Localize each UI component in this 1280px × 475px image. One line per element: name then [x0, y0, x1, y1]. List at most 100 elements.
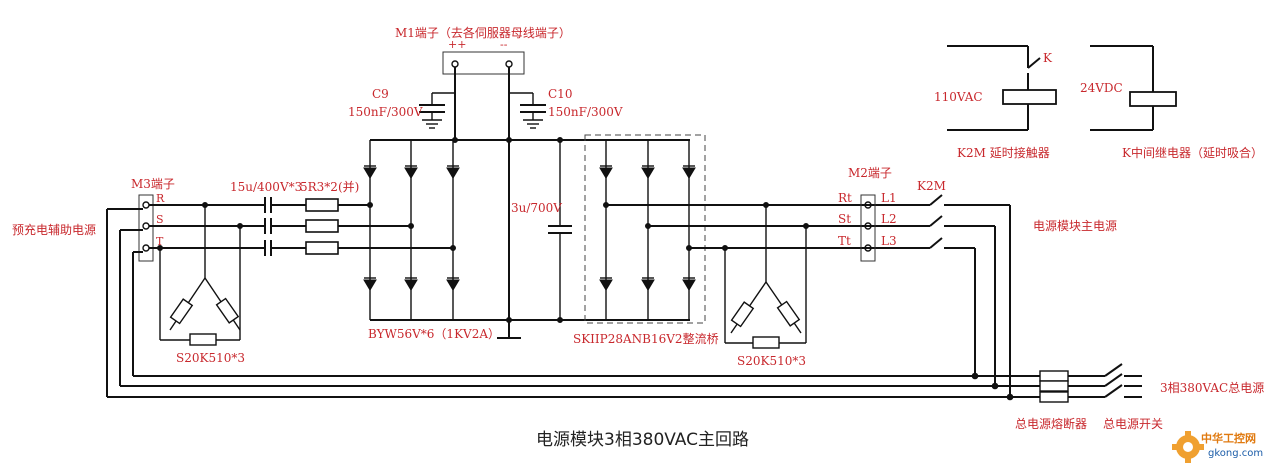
k2m-contact-3 — [929, 237, 943, 249]
k2m-desc-label: K2M 延时接触器 — [957, 145, 1050, 160]
diode-icon — [599, 167, 613, 179]
m1-plus-pin — [451, 60, 459, 68]
fuse-2 — [1039, 380, 1069, 392]
node — [686, 245, 692, 251]
series-cap-label: 15u/400V*3 — [230, 180, 302, 194]
diode-icon — [682, 279, 696, 291]
node — [991, 382, 999, 390]
fuse-3 — [1039, 391, 1069, 403]
diode-icon — [404, 167, 418, 179]
varistor-right-1 — [730, 301, 755, 328]
rectifier-label: SKIIP28ANB16V2整流桥 — [573, 331, 719, 346]
diode-icon — [404, 279, 418, 291]
rectifier-box — [584, 134, 706, 324]
main-fuse-label: 总电源熔断器 — [1015, 416, 1087, 431]
diode-label: BYW56V*6（1KV2A） — [368, 327, 500, 341]
m3-terminal-label: M3端子 — [131, 177, 175, 191]
bus-cap-label: 3u/700V — [511, 201, 562, 215]
node — [367, 202, 373, 208]
main-switch-label: 总电源开关 — [1103, 417, 1163, 431]
varistor-right-2 — [776, 300, 801, 327]
node — [506, 137, 512, 143]
node — [450, 245, 456, 251]
varistor-left-2 — [215, 297, 240, 324]
main-switch-1 — [1104, 363, 1123, 377]
m3-t-label: T — [156, 235, 164, 248]
k-relay-desc-label: K中间继电器（延时吸合） — [1122, 145, 1263, 160]
l3-label: L3 — [881, 234, 897, 248]
diode-icon — [446, 167, 460, 179]
resistor-r — [305, 198, 339, 212]
tt-label: Tt — [838, 234, 851, 248]
k2m-label: K2M — [917, 179, 946, 193]
m2-terminal-box — [860, 194, 876, 262]
m1-terminal-label: M1端子（去各伺服器母线端子） — [395, 25, 571, 40]
logo-url-text: gkong.com — [1208, 448, 1263, 459]
node — [971, 372, 979, 380]
m3-t-pin — [142, 244, 150, 252]
diode-icon — [599, 279, 613, 291]
diode-icon — [641, 167, 655, 179]
precharge-label: 预充电辅助电源 — [12, 222, 96, 237]
c10-label: C10 — [548, 87, 572, 101]
m3-s-label: S — [156, 213, 164, 226]
diode-icon — [641, 279, 655, 291]
right-rectifier-bridge — [599, 140, 696, 320]
diagram-title: 电源模块3相380VAC主回路 — [536, 430, 749, 450]
main-switch-2 — [1104, 373, 1123, 387]
m3-s-pin — [142, 222, 150, 230]
node — [408, 223, 414, 229]
m3-terminal-box — [138, 194, 154, 262]
k2m-contact-2 — [929, 215, 943, 227]
diode-icon — [682, 167, 696, 179]
m2-l3-pin — [864, 244, 872, 252]
m1-minus-label: -- — [500, 38, 508, 51]
m3-r-label: R — [156, 192, 165, 205]
c9-label: C9 — [372, 87, 389, 101]
st-label: St — [838, 212, 851, 226]
diode-icon — [363, 279, 377, 291]
vdc24-label: 24VDC — [1080, 81, 1123, 95]
k2m-coil-icon — [1002, 89, 1057, 105]
m1-plus-label: ++ — [448, 38, 466, 51]
varistor-right-3 — [752, 336, 780, 349]
logo-cn-text: 中华工控网 — [1201, 431, 1256, 445]
main-power-label: 3相380VAC总电源 — [1160, 381, 1264, 395]
l2-label: L2 — [881, 212, 897, 226]
varistor-left-1 — [169, 298, 194, 325]
k-relay-coil-icon — [1129, 91, 1177, 107]
m2-terminal-label: M2端子 — [848, 166, 892, 180]
node — [645, 223, 651, 229]
c9-value: 150nF/300V — [348, 105, 423, 119]
m2-l2-pin — [864, 222, 872, 230]
k2m-contact-1 — [929, 194, 943, 206]
left-diode-bridge — [363, 140, 460, 320]
l1-label: L1 — [881, 191, 897, 205]
varistor-right-label: S20K510*3 — [737, 354, 806, 368]
series-capacitors — [264, 197, 272, 256]
node — [506, 317, 512, 323]
varistor-left-3 — [189, 333, 217, 346]
node — [603, 202, 609, 208]
diode-icon — [446, 279, 460, 291]
module-main-power-label: 电源模块主电源 — [1033, 219, 1117, 233]
varistor-left-label: S20K510*3 — [176, 351, 245, 365]
resistor-t — [305, 241, 339, 255]
rt-label: Rt — [838, 191, 852, 205]
resistor-s — [305, 219, 339, 233]
k-contact-icon — [1027, 57, 1041, 69]
resistor-label: 5R3*2(并) — [300, 180, 359, 194]
m1-minus-pin — [505, 60, 513, 68]
vac110-label: 110VAC — [934, 90, 983, 104]
main-switch-3 — [1104, 384, 1123, 398]
c10-value: 150nF/300V — [548, 105, 623, 119]
m1-terminal-box — [442, 51, 525, 75]
gkong-logo: 中华工控网 gkong.com — [1172, 431, 1263, 463]
k-contact-label: K — [1043, 51, 1053, 65]
fuse-1 — [1039, 370, 1069, 382]
node — [1006, 393, 1014, 401]
m2-l1-pin — [864, 201, 872, 209]
m3-r-pin — [142, 201, 150, 209]
